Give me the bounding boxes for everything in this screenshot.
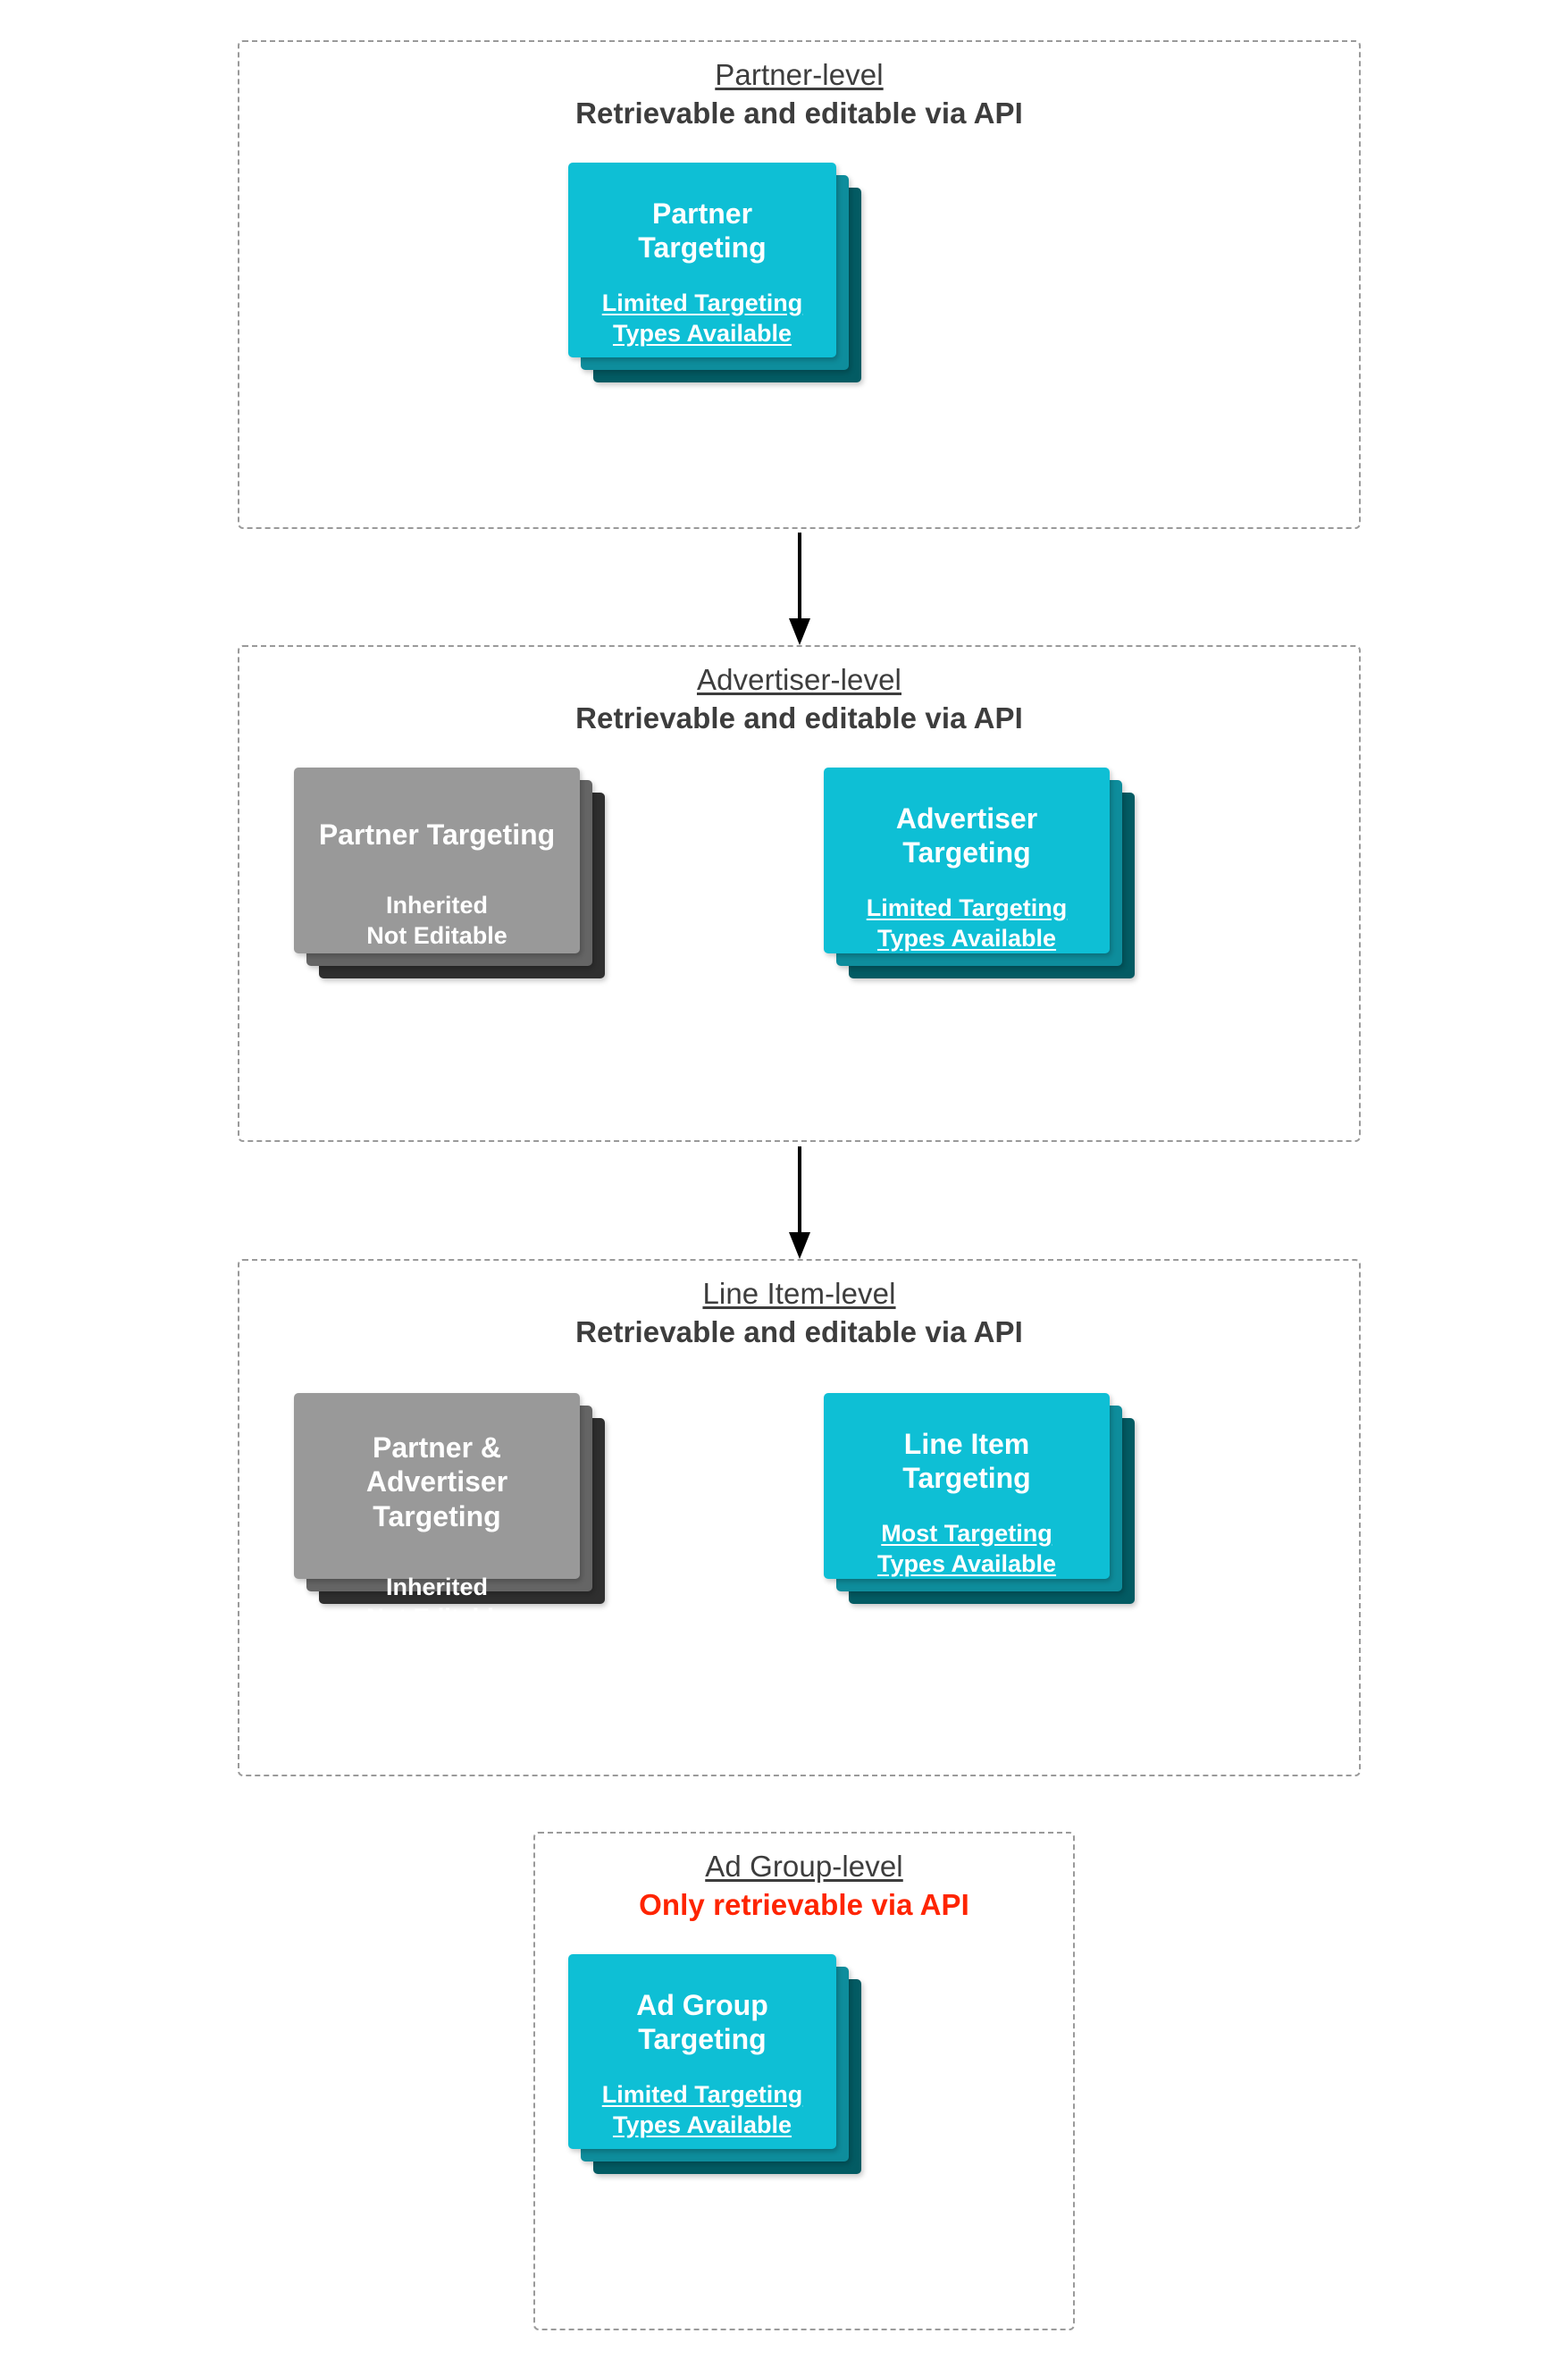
card-body: Partner Targeting Limited Targeting Type…: [568, 197, 836, 348]
card-title: Advertiser Targeting: [895, 802, 1038, 869]
level-heading-ad-group: Ad Group-level Only retrievable via API: [535, 1850, 1073, 1923]
level-heading-advertiser: Advertiser-level Retrievable and editabl…: [239, 663, 1359, 736]
card-title: Partner & Advertiser Targeting: [365, 1431, 508, 1532]
level-title: Partner-level: [715, 58, 884, 91]
card-note: Inherited Not Editable: [366, 892, 507, 950]
level-box-advertiser: Advertiser-level Retrievable and editabl…: [238, 645, 1361, 1142]
card-body: Line Item Targeting Most Targeting Types…: [824, 1427, 1110, 1579]
level-title: Ad Group-level: [705, 1850, 903, 1883]
card-layer-front: Partner Targeting Inherited Not Editable: [294, 768, 580, 953]
card-stack-partner-targeting[interactable]: Partner Targeting Limited Targeting Type…: [568, 163, 872, 386]
card-stack-partner-targeting-inherited[interactable]: Partner Targeting Inherited Not Editable: [294, 768, 616, 1009]
level-title: Advertiser-level: [696, 663, 901, 696]
card-note: Limited Targeting Types Available: [601, 2080, 803, 2138]
card-stack-line-item-targeting[interactable]: Line Item Targeting Most Targeting Types…: [824, 1393, 1145, 1634]
card-note: Limited Targeting Types Available: [866, 894, 1068, 952]
card-body: Partner & Advertiser Targeting Inherited…: [294, 1414, 580, 1649]
card-layer-front: Line Item Targeting Most Targeting Types…: [824, 1393, 1110, 1579]
arrow-advertiser-to-line-item: [786, 1146, 813, 1261]
card-title: Partner Targeting: [318, 818, 556, 851]
card-layer-front: Partner & Advertiser Targeting Inherited…: [294, 1393, 580, 1631]
card-body: Advertiser Targeting Limited Targeting T…: [824, 802, 1110, 953]
card-layer-front: Advertiser Targeting Limited Targeting T…: [824, 768, 1110, 953]
level-subtitle: Only retrievable via API: [639, 1887, 969, 1921]
arrow-partner-to-advertiser: [786, 533, 813, 647]
card-layer-front: Partner Targeting Limited Targeting Type…: [568, 163, 836, 357]
level-subtitle: Retrievable and editable via API: [575, 96, 1023, 130]
card-title: Ad Group Targeting: [636, 1989, 768, 2056]
level-subtitle: Retrievable and editable via API: [575, 701, 1023, 734]
level-box-partner: Partner-level Retrievable and editable v…: [238, 40, 1361, 529]
card-body: Ad Group Targeting Limited Targeting Typ…: [568, 1988, 836, 2140]
card-stack-partner-advertiser-targeting-inherited[interactable]: Partner & Advertiser Targeting Inherited…: [294, 1393, 616, 1634]
card-layer-front: Ad Group Targeting Limited Targeting Typ…: [568, 1954, 836, 2149]
card-body: Partner Targeting Inherited Not Editable: [294, 802, 580, 968]
level-heading-partner: Partner-level Retrievable and editable v…: [239, 58, 1359, 131]
level-subtitle: Retrievable and editable via API: [575, 1314, 1023, 1348]
card-title: Partner Targeting: [638, 197, 767, 264]
card-stack-ad-group-targeting[interactable]: Ad Group Targeting Limited Targeting Typ…: [568, 1954, 872, 2178]
level-heading-line-item: Line Item-level Retrievable and editable…: [239, 1277, 1359, 1350]
card-stack-advertiser-targeting[interactable]: Advertiser Targeting Limited Targeting T…: [824, 768, 1145, 1009]
card-note: Limited Targeting Types Available: [601, 289, 803, 347]
level-box-line-item: Line Item-level Retrievable and editable…: [238, 1259, 1361, 1776]
card-title: Line Item Targeting: [902, 1428, 1031, 1495]
level-box-ad-group: Ad Group-level Only retrievable via API …: [533, 1832, 1075, 2330]
card-note: Inherited Not Editable: [366, 1574, 507, 1631]
level-title: Line Item-level: [702, 1277, 896, 1310]
card-note: Most Targeting Types Available: [876, 1519, 1057, 1577]
